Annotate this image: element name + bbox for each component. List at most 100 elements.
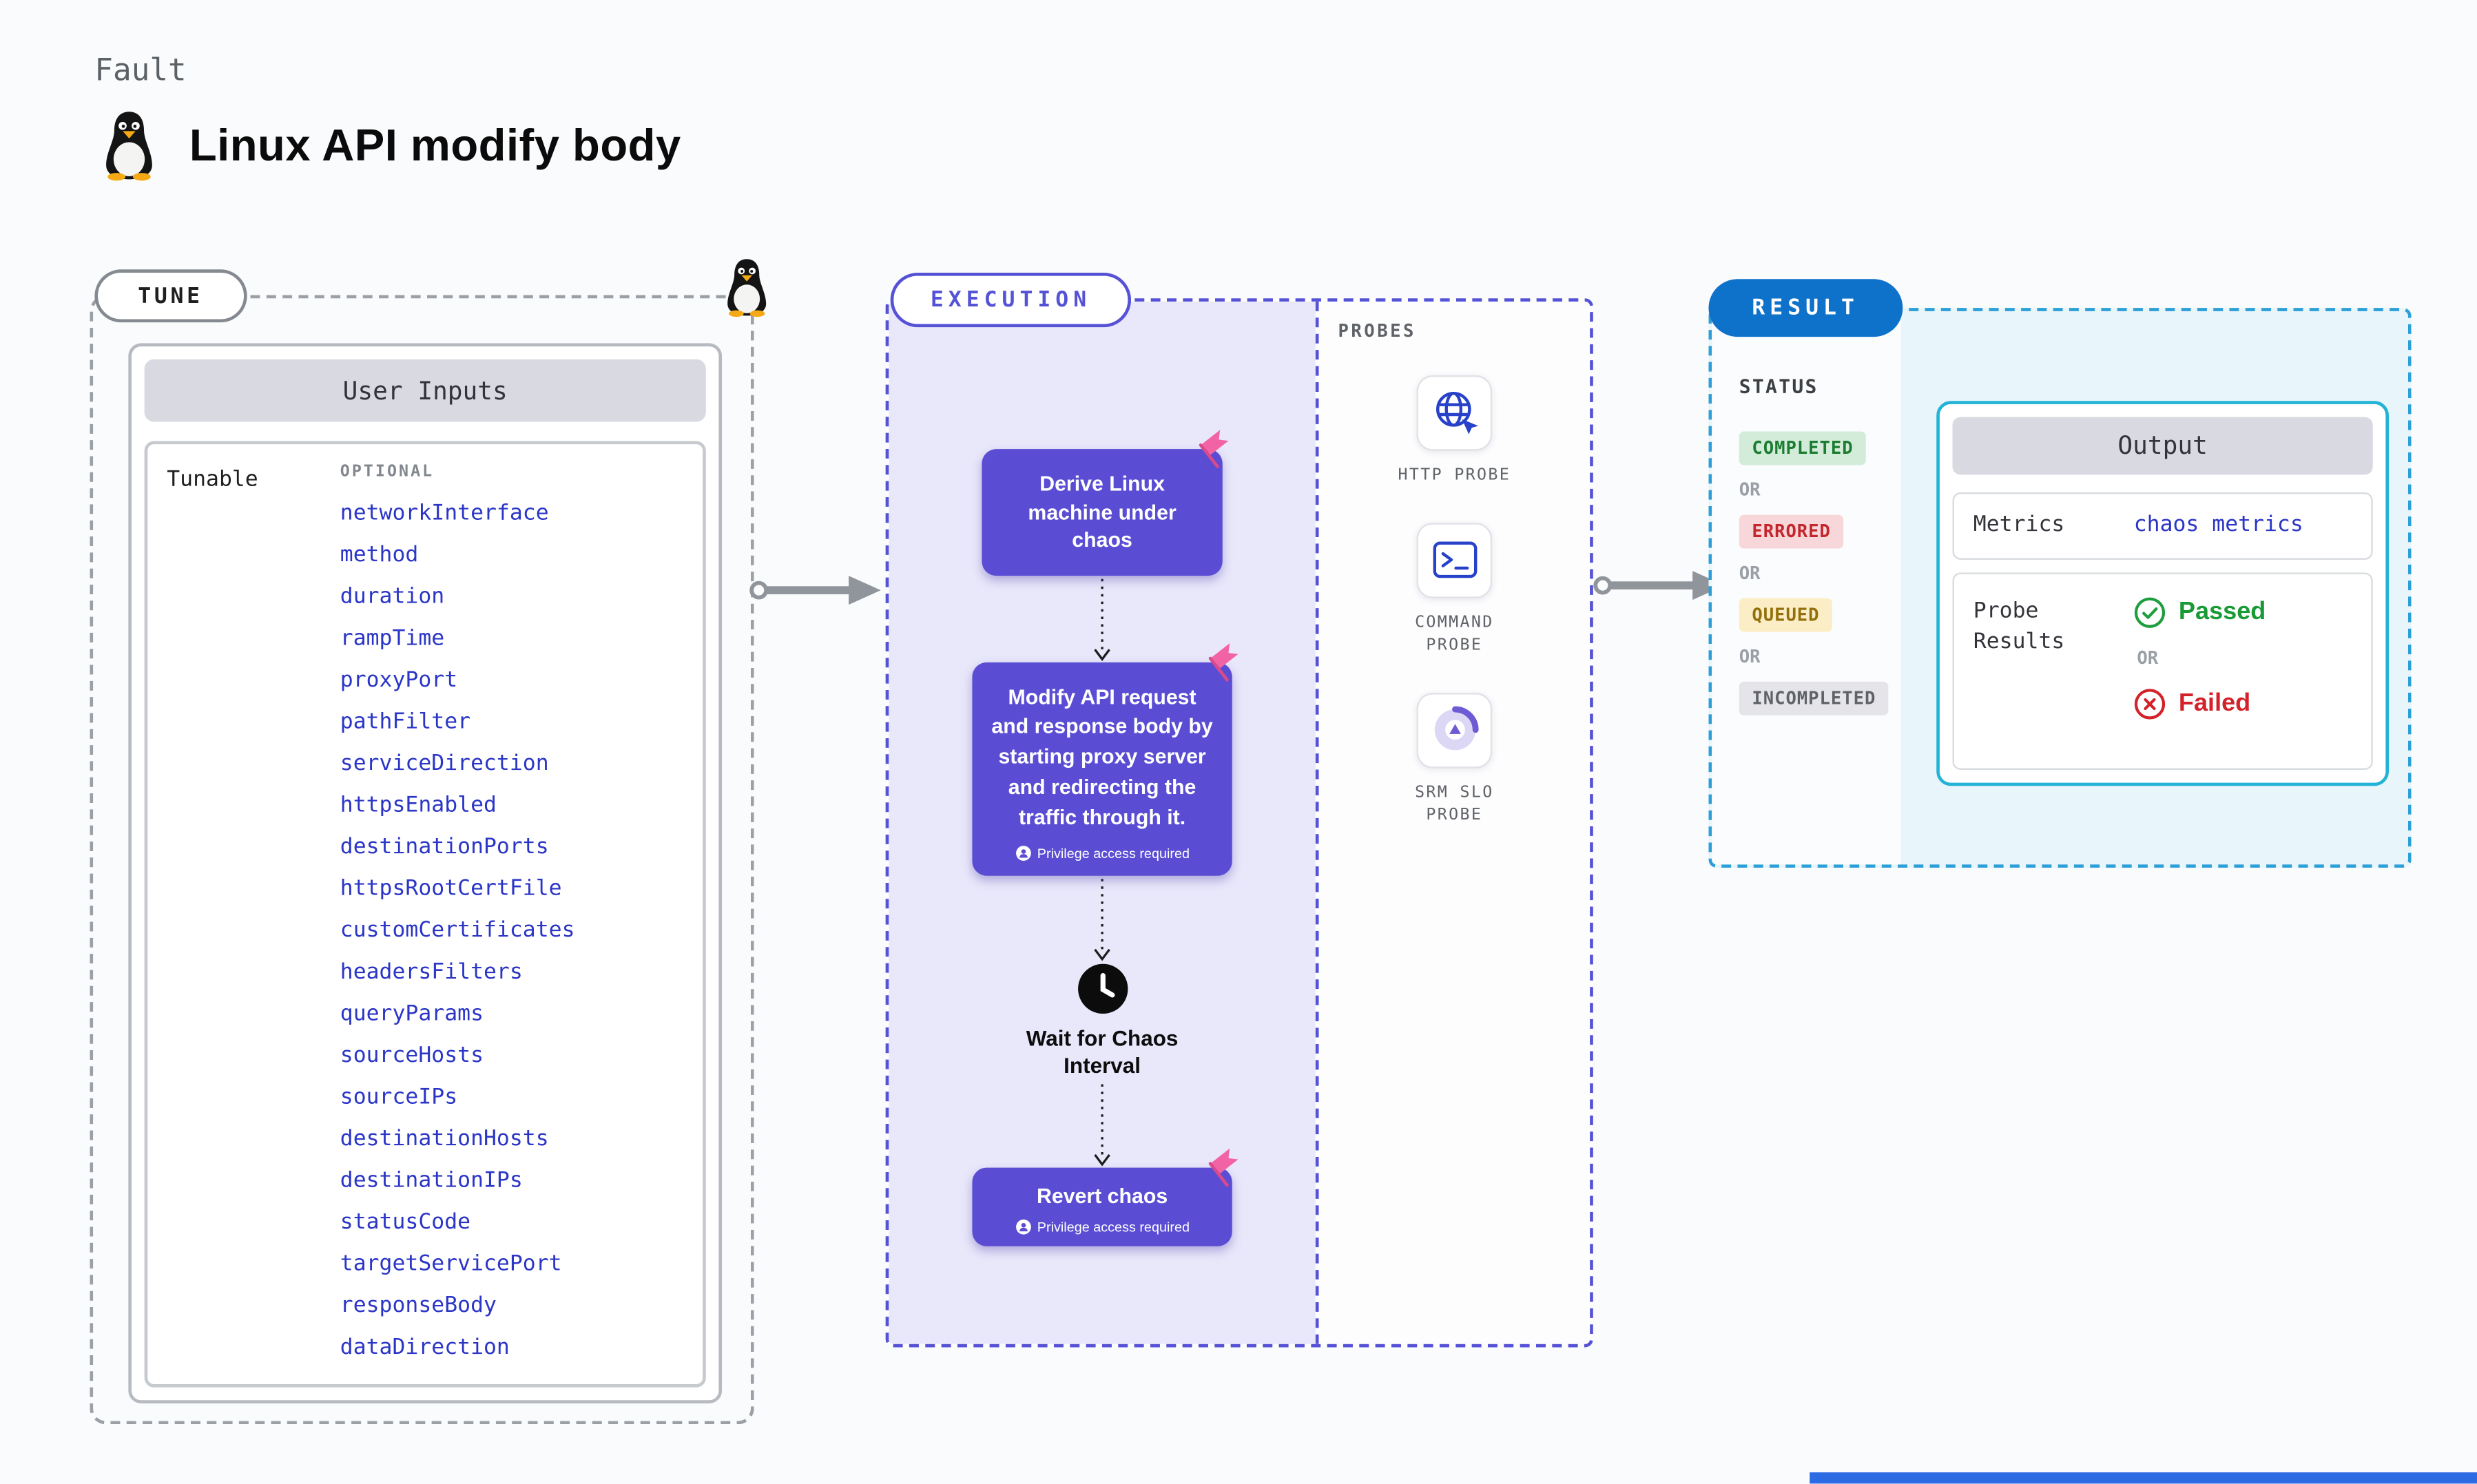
probe-results-values: Passed OR Failed xyxy=(2134,596,2266,719)
clock-icon xyxy=(1076,963,1129,1016)
or-label: OR xyxy=(1739,646,1761,667)
http-probe-icon xyxy=(1416,375,1493,451)
privilege-user-icon xyxy=(1015,1220,1030,1235)
status-badge-errored: ERRORED xyxy=(1739,514,1844,549)
tunable-item: destinationPorts xyxy=(340,834,549,860)
tunable-item: statusCode xyxy=(340,1209,471,1235)
or-label: OR xyxy=(1739,563,1761,584)
tunable-item: headersFilters xyxy=(340,959,523,985)
probes-panel: PROBES HTTP PROBE xyxy=(1315,301,1590,1344)
tunable-item: customCertificates xyxy=(340,917,575,943)
failed-line: Failed xyxy=(2134,687,2266,720)
tune-section: User Inputs Tunable OPTIONAL networkInte… xyxy=(90,259,767,1425)
execution-flow: Derive Linux machine under chaos Modify … xyxy=(889,301,1316,1344)
tunable-item: targetServicePort xyxy=(340,1251,562,1277)
tunable-item: pathFilter xyxy=(340,709,471,735)
tunable-row-label: Tunable xyxy=(167,466,258,493)
tunable-item: httpsRootCertFile xyxy=(340,875,562,901)
output-card: Output Metrics chaos metrics Probe Resul… xyxy=(1936,401,2390,786)
tunable-item: sourceIPs xyxy=(340,1084,458,1110)
tunables-column: OPTIONAL networkInterface method duration r… xyxy=(340,460,575,1368)
flow-connector-arrow xyxy=(1094,879,1110,962)
status-badge-completed: COMPLETED xyxy=(1739,431,1867,466)
tunable-item: destinationIPs xyxy=(340,1167,523,1193)
user-inputs-card: User Inputs Tunable OPTIONAL networkInte… xyxy=(128,343,723,1403)
tunable-item: networkInterface xyxy=(340,500,549,526)
chaos-flag-icon xyxy=(1208,642,1247,681)
flow-connector-arrow xyxy=(1094,1084,1110,1167)
privilege-user-icon xyxy=(1015,846,1030,861)
step-text: Modify API request and response body by … xyxy=(991,684,1213,829)
tunable-item: serviceDirection xyxy=(340,751,549,777)
status-column: STATUS COMPLETED OR ERRORED OR QUEUED OR… xyxy=(1712,311,1901,865)
chaos-flag-icon xyxy=(1208,1149,1247,1187)
passed-line: Passed xyxy=(2134,596,2266,628)
probe-name: SRM SLO PROBE xyxy=(1415,783,1494,825)
or-label: OR xyxy=(2137,647,2159,669)
step-text: Derive Linux machine under chaos xyxy=(1028,471,1177,552)
wait-step: Wait for Chaos Interval xyxy=(1001,963,1203,1082)
tunable-item: httpsEnabled xyxy=(340,792,497,818)
result-dashed-box: STATUS COMPLETED OR ERRORED OR QUEUED OR… xyxy=(1708,308,2412,868)
step-modify-api: Modify API request and response body by … xyxy=(972,642,1238,877)
partial-bottom-element xyxy=(1810,1472,2477,1484)
wait-text: Wait for Chaos Interval xyxy=(1026,1027,1179,1078)
step-text: Revert chaos xyxy=(1036,1184,1168,1209)
probe-name: HTTP PROBE xyxy=(1398,466,1511,485)
tunable-item: responseBody xyxy=(340,1293,497,1319)
execution-pill: EXECUTION xyxy=(890,272,1132,328)
tunable-item: duration xyxy=(340,583,445,610)
probe-name: COMMAND PROBE xyxy=(1415,613,1494,655)
result-pill: RESULT xyxy=(1708,279,1903,337)
chaos-flag-icon xyxy=(1199,430,1237,468)
passed-text: Passed xyxy=(2178,597,2266,625)
optional-tag: OPTIONAL xyxy=(340,463,435,481)
tunable-item: sourceHosts xyxy=(340,1042,484,1069)
failed-text: Failed xyxy=(2178,689,2251,717)
tunables-list: networkInterface method duration rampTime pr… xyxy=(340,492,575,1368)
linux-tux-icon xyxy=(99,109,158,181)
srm-slo-probe-icon xyxy=(1416,692,1493,768)
result-section: STATUS COMPLETED OR ERRORED OR QUEUED OR… xyxy=(1708,279,2412,868)
command-probe-icon xyxy=(1416,522,1493,598)
tune-pill: TUNE xyxy=(94,269,247,323)
probe-item-command: COMMAND PROBE xyxy=(1387,522,1522,658)
probe-item-http: HTTP PROBE xyxy=(1387,375,1522,488)
page-title: Linux API modify body xyxy=(189,119,681,169)
status-badge-incompleted: INCOMPLETED xyxy=(1739,681,1889,715)
x-circle-icon xyxy=(2134,687,2166,720)
tune-to-execution-arrow xyxy=(749,576,881,605)
page-title-row: Linux API modify body xyxy=(99,109,681,181)
status-badge-queued: QUEUED xyxy=(1739,598,1833,632)
execution-dashed-box: Derive Linux machine under chaos Modify … xyxy=(885,298,1593,1348)
or-label: OR xyxy=(1739,479,1761,501)
tunable-item: rampTime xyxy=(340,625,445,651)
status-label: STATUS xyxy=(1739,375,1818,398)
metrics-row: Metrics chaos metrics xyxy=(1952,492,2373,559)
tunable-item: proxyPort xyxy=(340,667,458,693)
tunable-item: destinationHosts xyxy=(340,1126,549,1152)
check-circle-icon xyxy=(2134,596,2166,628)
privilege-note-text: Privilege access required xyxy=(1037,845,1190,862)
metrics-label: Metrics xyxy=(1973,511,2065,538)
metrics-value: chaos metrics xyxy=(2133,511,2303,538)
probe-item-srm-slo: SRM SLO PROBE xyxy=(1387,692,1522,828)
step-revert-chaos: Revert chaos Privilege access required xyxy=(972,1149,1238,1247)
execution-section: Derive Linux machine under chaos Modify … xyxy=(885,272,1593,1348)
probe-results-row: Probe Results Passed OR xyxy=(1952,572,2373,770)
step-derive-machine: Derive Linux machine under chaos xyxy=(982,430,1229,576)
user-inputs-header: User Inputs xyxy=(144,359,706,422)
privilege-note: Privilege access required xyxy=(990,844,1214,864)
flow-connector-arrow xyxy=(1094,578,1110,661)
tunable-item: method xyxy=(340,542,419,568)
privilege-note-text: Privilege access required xyxy=(1037,1219,1190,1235)
tunable-item: queryParams xyxy=(340,1001,484,1027)
fault-kicker: Fault xyxy=(94,52,187,89)
privilege-note: Privilege access required xyxy=(990,1220,1214,1235)
probe-results-label: Probe Results xyxy=(1973,597,2065,655)
tunable-item: dataDirection xyxy=(340,1334,510,1361)
tune-dashed-box: User Inputs Tunable OPTIONAL networkInte… xyxy=(90,259,767,1425)
probes-label: PROBES xyxy=(1338,320,1417,342)
linux-tux-small-icon xyxy=(722,257,771,318)
